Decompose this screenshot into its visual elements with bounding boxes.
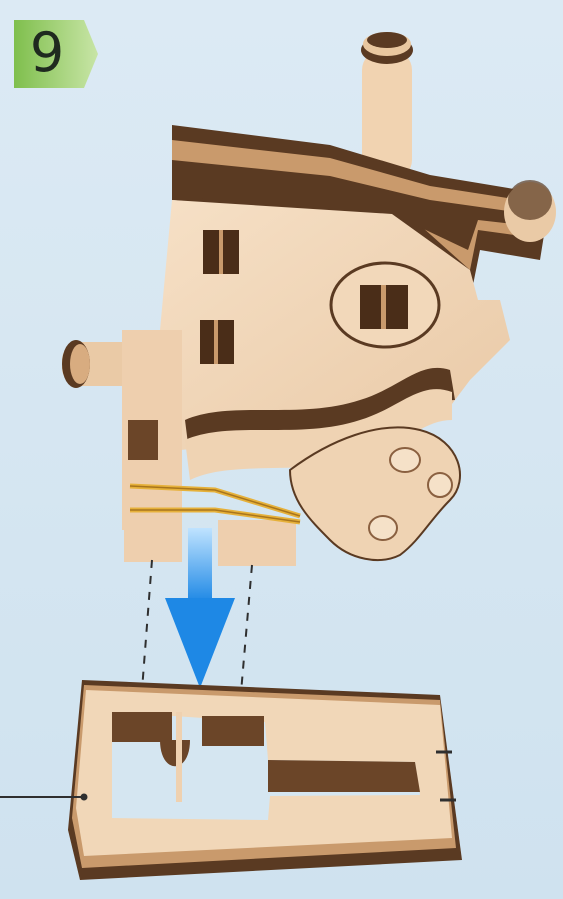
step-number: 9 — [14, 18, 80, 88]
base-plate — [68, 680, 462, 880]
